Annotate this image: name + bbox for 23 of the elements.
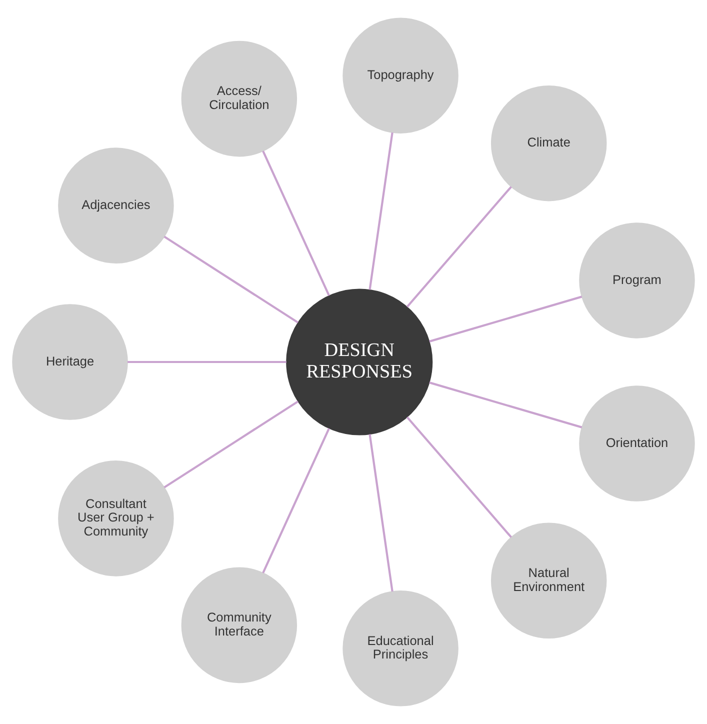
connector	[368, 434, 394, 592]
node-circle: Heritage	[12, 304, 128, 420]
node-circle: Climate	[490, 85, 607, 202]
node-circle: Access/ Circulation	[181, 40, 298, 157]
connector	[164, 400, 299, 488]
node-circle: Educational Principles	[342, 590, 458, 706]
node-circle: Orientation	[579, 386, 695, 502]
connector	[406, 416, 512, 538]
connector	[262, 428, 330, 574]
connector	[368, 132, 394, 290]
node-circle: DESIGN RESPONSES	[286, 288, 433, 436]
node-circle: Program	[579, 222, 695, 338]
node-circle: Natural Environment	[490, 522, 607, 639]
node-circle: Adjacencies	[58, 148, 174, 264]
connector	[429, 382, 582, 428]
node-circle: Topography	[342, 18, 458, 134]
connector	[128, 360, 286, 364]
connector	[429, 296, 582, 342]
connector	[262, 150, 330, 296]
connector	[406, 186, 512, 308]
connector	[164, 236, 299, 324]
node-circle: Consultant User Group + Community	[58, 460, 174, 576]
node-circle: Community Interface	[181, 567, 298, 684]
